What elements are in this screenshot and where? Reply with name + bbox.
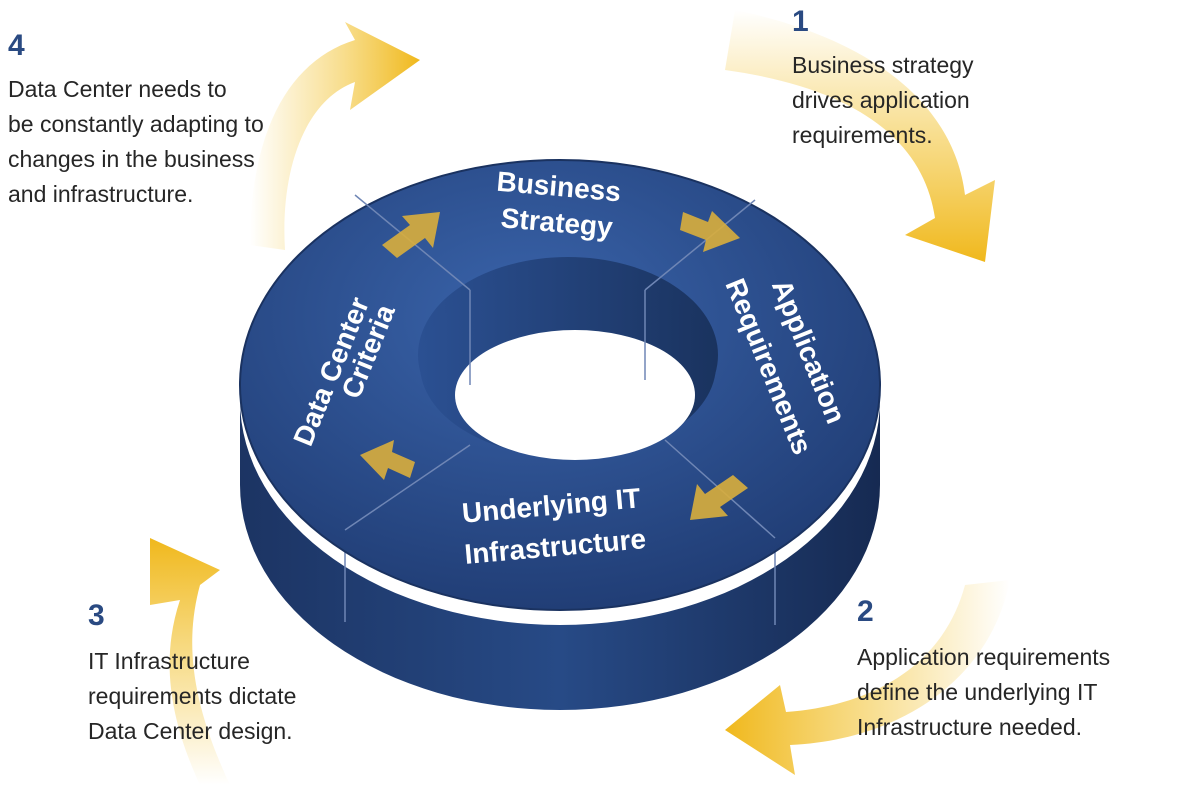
step-description: Application requirements define the unde…	[857, 644, 1111, 740]
step-description: Business strategy drives application req…	[792, 52, 974, 148]
step-description: IT Infrastructure requirements dictate D…	[88, 648, 297, 744]
gold-arrow-step-2	[725, 580, 1010, 775]
step-1: 1 Business strategy drives application r…	[792, 6, 974, 153]
gold-arrow-step-3	[150, 538, 230, 785]
step-number: 2	[857, 595, 874, 628]
small-arrow-criteria-to-strategy	[382, 212, 440, 258]
small-arrow-application-to-infrastructure	[690, 475, 748, 520]
step-2: 2 Application requirements define the un…	[857, 596, 1110, 745]
gold-arrow-step-1	[725, 10, 995, 262]
ring-hole	[418, 257, 718, 460]
step-number: 3	[88, 599, 105, 632]
step-number: 1	[792, 5, 809, 38]
step-description: Data Center needs to be constantly adapt…	[8, 76, 264, 207]
step-4: 4 Data Center needs to be constantly ada…	[8, 30, 264, 212]
small-arrow-strategy-to-application	[680, 211, 740, 252]
step-3: 3 IT Infrastructure requirements dictate…	[88, 600, 296, 749]
step-number: 4	[8, 29, 25, 62]
gold-arrow-step-4	[250, 22, 420, 250]
small-arrow-infrastructure-to-criteria	[360, 440, 415, 480]
